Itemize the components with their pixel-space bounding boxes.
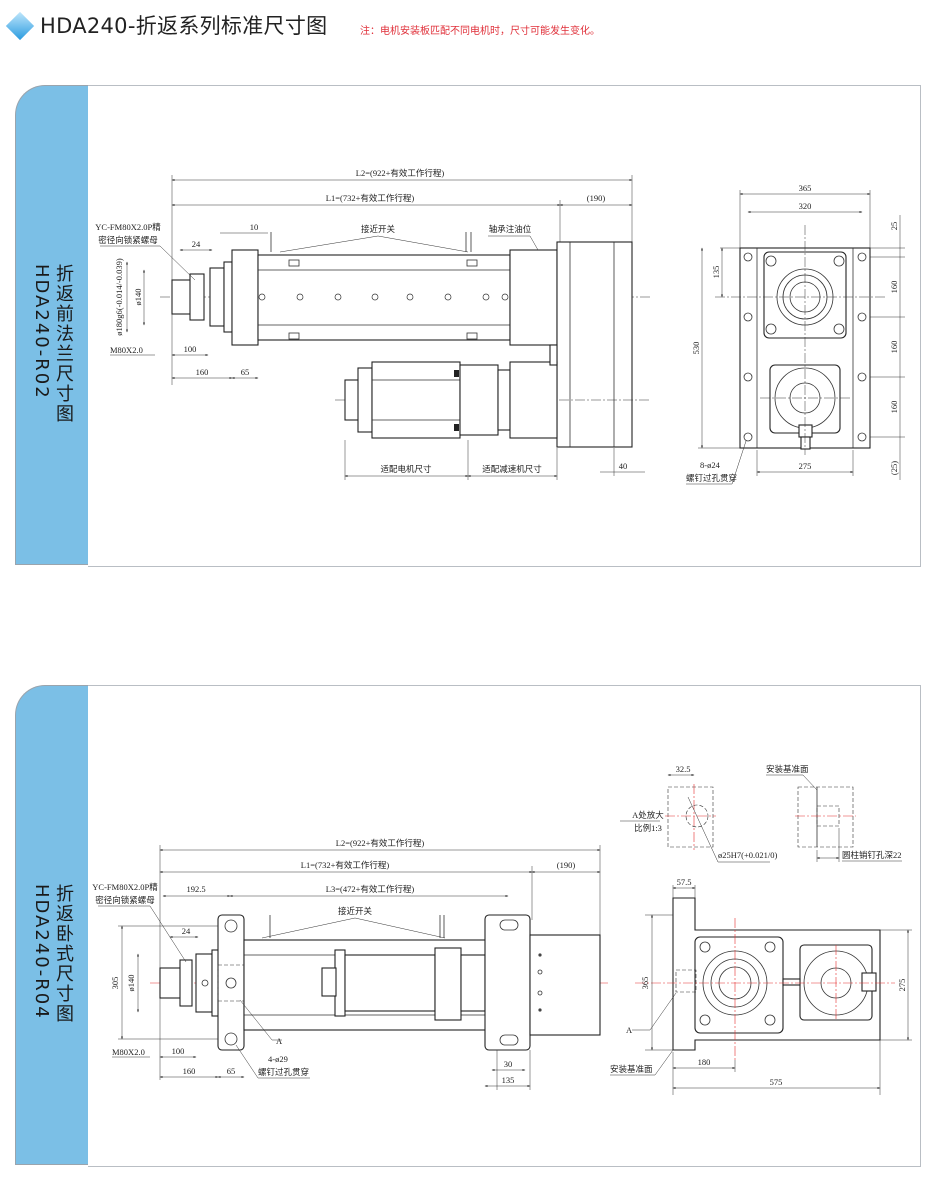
label-nut-2: 密径向锁紧螺母 <box>98 235 158 245</box>
dim2-l2: L2=(922+有效工作行程) <box>336 838 425 848</box>
label-holes-note: 螺钉过孔贯穿 <box>686 473 737 483</box>
dim-10: 10 <box>250 222 259 232</box>
dim-m80: M80X2.0 <box>110 345 143 355</box>
side2-180: 180 <box>698 1057 711 1067</box>
label2-proximity-switch: 接近开关 <box>338 906 373 916</box>
detail-pin-depth: 圆柱销钉孔深22 <box>842 850 902 860</box>
panel2-tab-model: HDA240-R04 <box>31 884 52 1020</box>
dim2-305: 305 <box>110 977 120 990</box>
panel2-front-view: L2=(922+有效工作行程) L1=(732+有效工作行程) (190) 19… <box>92 838 610 1090</box>
detail-ref-face: 安装基准面 <box>766 764 809 774</box>
detail-32.5: 32.5 <box>676 764 691 774</box>
side2-ref-face: 安装基准面 <box>610 1064 653 1074</box>
dim-160b: 160 <box>889 341 899 354</box>
dim2-m80: M80X2.0 <box>112 1047 145 1057</box>
dim-160a: 160 <box>889 281 899 294</box>
header-note: 注：电机安装板匹配不同电机时，尺寸可能发生变化。 <box>360 26 600 37</box>
dim2-135: 135 <box>502 1075 515 1085</box>
dim2-190: (190) <box>557 860 576 870</box>
detail-scale: 比例1:3 <box>634 823 662 833</box>
dim2-dia140: ø140 <box>126 975 136 992</box>
dim-530: 530 <box>691 342 701 355</box>
side2-275: 275 <box>897 979 907 992</box>
dim2-30: 30 <box>504 1059 513 1069</box>
dim-135: 135 <box>711 266 721 279</box>
detail-enlarge: A处放大 <box>632 810 664 820</box>
dim2-192.5: 192.5 <box>186 884 205 894</box>
side2-575: 575 <box>770 1077 783 1087</box>
dim-dia140: ø140 <box>133 289 143 306</box>
dim-160: 160 <box>196 367 209 377</box>
dim-365: 365 <box>799 183 812 193</box>
panel2-detail-views: 32.5 A处放大 比例1:3 ø25H7(+0.021/0) 安装基准面 圆柱… <box>620 764 902 863</box>
side2-365: 365 <box>640 977 650 990</box>
dim-320: 320 <box>799 201 812 211</box>
side2-57.5: 57.5 <box>677 877 692 887</box>
label2-holes: 4-ø29 <box>268 1054 288 1064</box>
dim-275: 275 <box>799 461 812 471</box>
dim2-l3: L3=(472+有效工作行程) <box>326 884 415 894</box>
dim-motor-size: 适配电机尺寸 <box>380 464 432 474</box>
dim-25: 25 <box>889 222 899 231</box>
dim2-160: 160 <box>183 1066 196 1076</box>
side2-a: A <box>626 1025 633 1035</box>
dim2-l1: L1=(732+有效工作行程) <box>301 860 390 870</box>
label-nut-1: YC-FM80X2.0P精 <box>95 222 161 232</box>
label-oil-port: 轴承注油位 <box>489 224 532 234</box>
detail-pin-hole: ø25H7(+0.021/0) <box>718 850 777 860</box>
dim-190: (190) <box>587 193 606 203</box>
label2-nut-2: 密径向锁紧螺母 <box>95 895 155 905</box>
dim-25b: (25) <box>889 461 899 475</box>
dim-40: 40 <box>619 461 628 471</box>
label-holes: 8-ø24 <box>700 460 721 470</box>
label-proximity-switch: 接近开关 <box>361 224 396 234</box>
dim-160c: 160 <box>889 401 899 414</box>
dim-l1: L1=(732+有效工作行程) <box>326 193 415 203</box>
dim-65: 65 <box>241 367 250 377</box>
dim2-24: 24 <box>182 926 191 936</box>
panel1-front-view: L2=(922+有效工作行程) L1=(732+有效工作行程) (190) 10 <box>95 168 650 480</box>
page-title: HDA240-折返系列标准尺寸图 <box>40 14 328 38</box>
panel2-tab-title: 折返卧式尺寸图 <box>53 884 74 1024</box>
dim-reducer-size: 适配减速机尺寸 <box>482 464 542 474</box>
dim-24: 24 <box>192 239 201 249</box>
label2-holes-note: 螺钉过孔贯穿 <box>258 1067 309 1077</box>
label2-a: A <box>276 1036 283 1046</box>
label2-nut-1: YC-FM80X2.0P精 <box>92 882 158 892</box>
panel1-side-view: 365 320 25 160 160 160 (25) 135 530 275 … <box>686 183 905 485</box>
dim2-100: 100 <box>172 1046 185 1056</box>
panel1-tab-model: HDA240-R02 <box>31 264 52 400</box>
dim-l2: L2=(922+有效工作行程) <box>356 168 445 178</box>
dim2-65: 65 <box>227 1066 236 1076</box>
dim-dia180: ø180g6(-0.014/-0.039) <box>114 258 124 336</box>
dim-100: 100 <box>184 344 197 354</box>
panel2-side-view: 57.5 365 275 A 安装基准面 180 575 <box>610 877 912 1095</box>
panel1-tab-title: 折返前法兰尺寸图 <box>53 264 74 424</box>
